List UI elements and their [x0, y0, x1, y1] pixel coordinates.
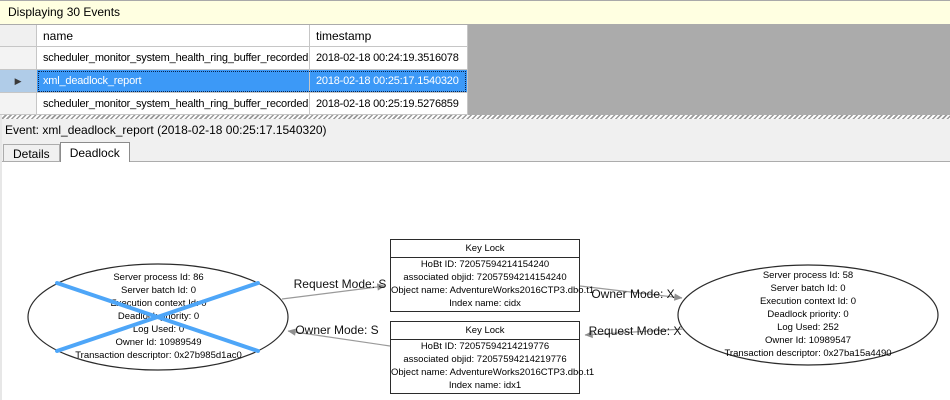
event-timestamp-cell[interactable]: 2018-02-18 00:25:17.1540320: [310, 70, 468, 93]
resource-title: Key Lock: [391, 240, 579, 258]
survivor-line: Log Used: 252: [777, 322, 839, 333]
events-grid: name timestamp scheduler_monitor_system_…: [0, 25, 950, 115]
event-name-cell[interactable]: scheduler_monitor_system_health_ring_buf…: [37, 93, 310, 115]
victim-line: Owner Id: 10989549: [115, 337, 202, 348]
resource-line: Index name: idx1: [448, 380, 522, 391]
grid-header-row: name timestamp: [0, 25, 950, 47]
survivor-line: Execution context Id: 0: [759, 296, 857, 307]
resource-line: associated objid: 72057594214154240: [403, 272, 567, 283]
resource-title: Key Lock: [391, 322, 579, 340]
event-title-bar: Event: xml_deadlock_report (2018-02-18 0…: [0, 119, 950, 141]
event-name-cell[interactable]: xml_deadlock_report: [37, 70, 310, 93]
pane-left-edge: [0, 115, 2, 400]
event-timestamp-cell[interactable]: 2018-02-18 00:25:19.5276859: [310, 93, 468, 115]
event-timestamp-cell[interactable]: 2018-02-18 00:24:19.3516078: [310, 47, 468, 70]
event-row[interactable]: scheduler_monitor_system_health_ring_buf…: [0, 93, 950, 115]
grid-corner-cell: [0, 25, 37, 47]
resource-line: associated objid: 72057594214219776: [403, 354, 567, 365]
resource-node-top: Key Lock HoBt ID: 72057594214154240 asso…: [390, 239, 595, 312]
tab-deadlock[interactable]: Deadlock: [59, 142, 130, 162]
events-count-banner: Displaying 30 Events: [0, 0, 950, 25]
resource-node-bottom: Key Lock HoBt ID: 72057594214219776 asso…: [390, 321, 595, 394]
victim-line: Deadlock priority: 0: [117, 311, 200, 322]
deadlock-graph-canvas: Server process Id: 86 Server batch Id: 0…: [0, 162, 950, 400]
edge-label-request-x: Request Mode: X: [588, 324, 682, 338]
event-row-selected[interactable]: ▶ xml_deadlock_report 2018-02-18 00:25:1…: [0, 70, 950, 93]
current-row-arrow-icon: ▶: [14, 75, 22, 86]
victim-line: Execution context Id: 0: [110, 298, 207, 309]
resource-line: HoBt ID: 72057594214219776: [420, 341, 550, 352]
victim-line: Transaction descriptor: 0x27b985d1ac0: [75, 350, 242, 361]
event-row[interactable]: scheduler_monitor_system_health_ring_buf…: [0, 47, 950, 70]
tab-strip: Details Deadlock: [0, 141, 950, 162]
row-indicator-cell[interactable]: [0, 47, 37, 70]
survivor-line: Deadlock priority: 0: [767, 309, 849, 320]
edge-label-owner-x: Owner Mode: X: [591, 287, 675, 301]
resource-line: Object name: AdventureWorks2016CTP3.dbo.…: [391, 285, 595, 296]
event-title: Event: xml_deadlock_report (2018-02-18 0…: [5, 123, 327, 137]
edge-label-owner-s: Owner Mode: S: [295, 323, 379, 337]
survivor-line: Server batch Id: 0: [770, 283, 846, 294]
victim-line: Server process Id: 86: [113, 272, 204, 283]
edge-label-request-s: Request Mode: S: [293, 277, 387, 291]
survivor-process-node: Server process Id: 58 Server batch Id: 0…: [678, 269, 938, 360]
column-header-timestamp[interactable]: timestamp: [310, 25, 468, 47]
survivor-line: Server process Id: 58: [762, 270, 854, 281]
survivor-line: Owner Id: 10989547: [764, 335, 852, 346]
splitter-handle[interactable]: [0, 115, 950, 119]
resource-line: Index name: cidx: [449, 298, 521, 309]
column-header-name[interactable]: name: [37, 25, 310, 47]
event-name-cell[interactable]: scheduler_monitor_system_health_ring_buf…: [37, 47, 310, 70]
victim-process-node: Server process Id: 86 Server batch Id: 0…: [28, 271, 289, 362]
resource-line: HoBt ID: 72057594214154240: [420, 259, 550, 270]
tab-details[interactable]: Details: [3, 144, 60, 161]
resource-line: Object name: AdventureWorks2016CTP3.dbo.…: [391, 367, 595, 378]
victim-line: Server batch Id: 0: [121, 285, 196, 296]
row-indicator-cell[interactable]: [0, 93, 37, 115]
row-indicator-cell[interactable]: ▶: [0, 70, 37, 93]
events-count-text: Displaying 30 Events: [8, 5, 121, 19]
victim-line: Log Used: 0: [132, 324, 185, 335]
survivor-line: Transaction descriptor: 0x27ba15a4490: [724, 348, 892, 359]
